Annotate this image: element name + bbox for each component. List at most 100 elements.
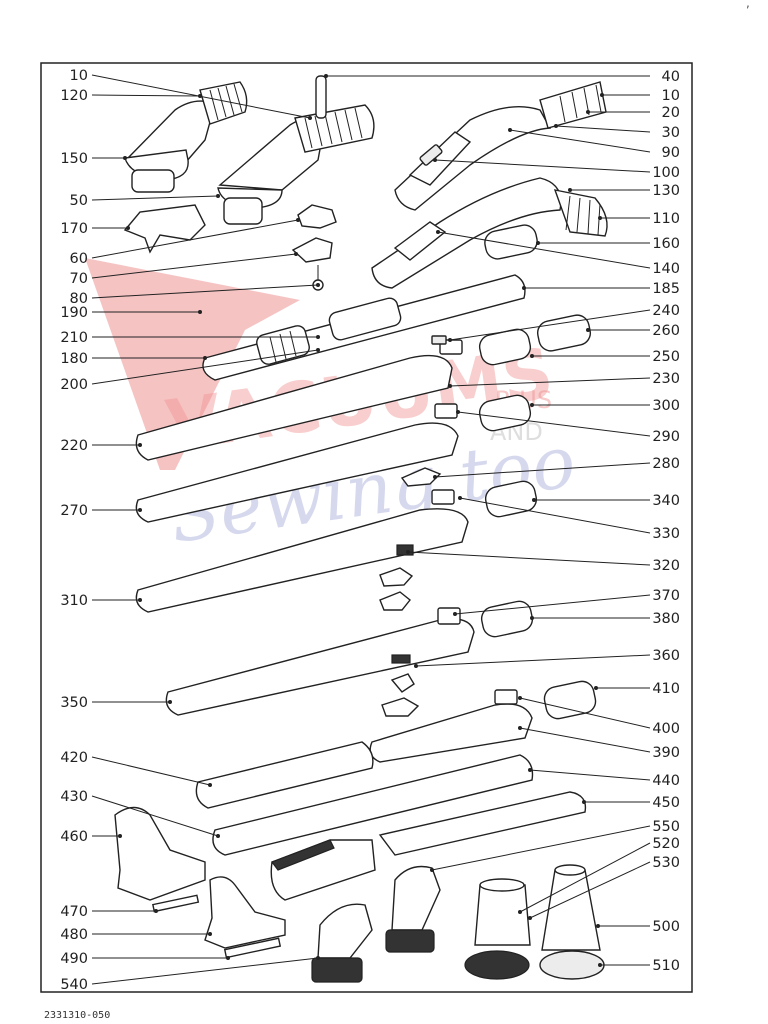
callout-490: 490 (60, 951, 88, 967)
callout-70: 70 (70, 271, 88, 287)
part-350-tube (165, 607, 475, 716)
callout-200: 200 (60, 377, 88, 393)
leader-line-290 (457, 411, 651, 437)
callout-400: 400 (652, 721, 680, 737)
callout-430: 430 (60, 789, 88, 805)
leader-line-90 (509, 129, 651, 153)
callout-350: 350 (60, 695, 88, 711)
callout-230: 230 (652, 371, 680, 387)
part-360-latch-parts (381, 654, 420, 717)
leader-dot-360 (414, 664, 418, 668)
leader-dot-460 (118, 834, 122, 838)
leader-line-100 (434, 159, 651, 173)
leader-dot-520 (518, 910, 522, 914)
part-480-nozzle (204, 876, 286, 949)
part-70-bracket (291, 237, 333, 263)
callout-190: 190 (60, 305, 88, 321)
callout-310: 310 (60, 593, 88, 609)
callout-390: 390 (652, 745, 680, 761)
callout-110: 110 (652, 211, 680, 227)
callout-510: 510 (652, 958, 680, 974)
leader-dot-530 (528, 916, 532, 920)
leader-line-420 (91, 756, 211, 786)
leader-dot-270 (138, 508, 142, 512)
diagram-frame (40, 62, 693, 993)
part-470-strip (152, 894, 200, 913)
leader-dot-300 (530, 403, 534, 407)
callout-160: 160 (652, 236, 680, 252)
corner-mark: , (746, 0, 750, 10)
callout-120: 120 (60, 88, 88, 104)
leader-dot-420 (208, 783, 212, 787)
callout-100: 100 (652, 165, 680, 181)
leader-line-540 (91, 957, 319, 985)
part-150-hose-connector (124, 81, 248, 193)
leader-line-320 (407, 551, 651, 566)
part-520-brush-strip (270, 839, 376, 901)
callout-520: 520 (652, 836, 680, 852)
part-440-tube (212, 754, 534, 856)
leader-dot-200 (316, 348, 320, 352)
callout-340: 340 (652, 493, 680, 509)
callout-20: 20 (662, 105, 680, 121)
part-50-hose-connector (217, 75, 375, 225)
leader-dot-290 (456, 410, 460, 414)
leader-dot-40 (324, 74, 328, 78)
leader-line-370 (454, 594, 651, 615)
callout-60: 60 (70, 251, 88, 267)
callout-130: 130 (652, 183, 680, 199)
leader-line-530 (529, 861, 651, 919)
callout-170: 170 (60, 221, 88, 237)
leader-dot-470 (154, 909, 158, 913)
part-500-round-brush (539, 864, 605, 980)
leader-line-360 (415, 654, 651, 667)
callout-270: 270 (60, 503, 88, 519)
leader-line-30 (555, 125, 651, 133)
leader-dot-480 (208, 932, 212, 936)
callout-300: 300 (652, 398, 680, 414)
leader-line-70 (91, 253, 297, 279)
part-460-upholstery-nozzle (114, 806, 206, 901)
leader-dot-70 (294, 252, 298, 256)
leader-dot-230 (448, 384, 452, 388)
leader-dot-350 (168, 700, 172, 704)
leader-dot-330 (458, 496, 462, 500)
callout-370: 370 (652, 588, 680, 604)
part-100-handle (394, 81, 607, 211)
leader-dot-260 (586, 328, 590, 332)
leader-line-280 (434, 462, 651, 478)
callout-380: 380 (652, 611, 680, 627)
part-185-telescopic-tube (202, 274, 526, 381)
watermark-v-shape (85, 258, 300, 470)
callout-90: 90 (662, 145, 680, 161)
leader-line-330 (459, 497, 651, 534)
leader-dot-450 (582, 800, 586, 804)
leader-line-430 (91, 795, 219, 837)
leader-line-80 (91, 284, 319, 299)
callout-330: 330 (652, 526, 680, 542)
callout-50: 50 (70, 193, 88, 209)
callout-210: 210 (60, 330, 88, 346)
leader-dot-160 (536, 241, 540, 245)
part-420-tube (195, 741, 374, 809)
callout-530: 530 (652, 855, 680, 871)
leader-dot-310 (138, 598, 142, 602)
part-410-sleeve (543, 680, 597, 720)
leader-dot-30 (554, 124, 558, 128)
leader-dot-60 (296, 218, 300, 222)
leader-dot-380 (530, 616, 534, 620)
part-490-strip (223, 937, 282, 959)
leader-dot-10 (600, 93, 604, 97)
leader-dot-320 (406, 550, 410, 554)
leader-dot-185 (522, 286, 526, 290)
leader-dot-170 (126, 226, 130, 230)
leader-line-230 (449, 377, 651, 387)
leader-line-390 (519, 727, 651, 753)
callout-320: 320 (652, 558, 680, 574)
leader-line-440 (529, 769, 651, 781)
part-550-dust-brush (385, 865, 441, 953)
callout-360: 360 (652, 648, 680, 664)
leader-dot-220 (138, 443, 142, 447)
part-60-bracket (297, 204, 337, 229)
leader-dot-180 (203, 356, 207, 360)
